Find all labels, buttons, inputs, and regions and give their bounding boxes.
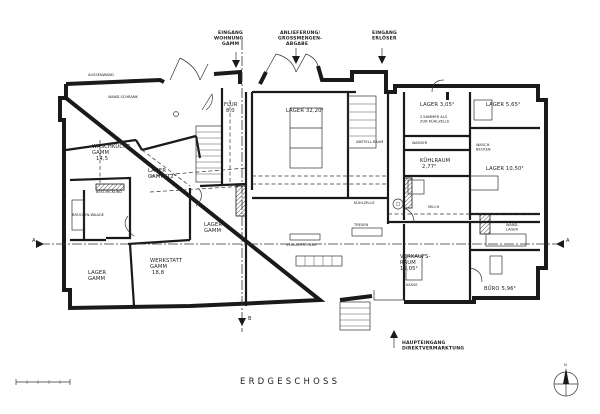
- label-kuehlzelle: KÜHLZELLE: [354, 200, 375, 205]
- scale-bar: [15, 379, 71, 385]
- room-lager-gamm-corridor-label: LAGER GAMM: [204, 222, 224, 234]
- label-kasse: KASSE: [406, 283, 418, 287]
- stair-treads-left: [196, 131, 222, 175]
- entrance-erloeser-label: EINGANG ERLÖSER: [372, 30, 399, 42]
- entry-steps: [340, 307, 370, 327]
- label-wand-lager: WAND- LAGER: [506, 223, 520, 232]
- label-wasser: WASSER: [412, 141, 428, 145]
- room-kuehlraum-label: KÜHLRAUM 2,77²: [420, 157, 452, 170]
- dashed-lines: [99, 100, 540, 215]
- room-lager-305-label: LAGER 3,05²: [420, 102, 454, 108]
- room-waschkueche-label: WASCHKÜCHE GAMM 14,5: [92, 143, 132, 162]
- room-lager-1050-label: LAGER 10,50²: [486, 166, 524, 172]
- north-arrow-icon: [553, 368, 579, 397]
- room-flur-label: FLUR 8,0: [224, 102, 239, 114]
- door-swings: [124, 53, 483, 283]
- label-milch: MILCH: [428, 205, 440, 209]
- label-wandschrank: WAND-SCHRANK: [108, 95, 139, 99]
- outer-walls: [58, 65, 548, 311]
- room-buero-label: BÜRO 5,96²: [484, 285, 516, 292]
- label-bruecken: BRÜCKEN-WAAGE: [72, 212, 105, 217]
- room-werkstatt-label: WERKSTATT GAMM 18,8: [150, 258, 184, 276]
- label-zur-kuehlzelle: 2 KAMMER ALS ZUR KÜHLZELLE: [420, 115, 450, 124]
- entrance-haupt-label: HAUPTEINGANG DIREKTVERMARKTUNG: [402, 340, 464, 352]
- label-tresen: TRESEN: [353, 223, 369, 227]
- entrance-arrows: [232, 48, 398, 348]
- section-cuts: [36, 40, 564, 332]
- section-b-bottom: B: [248, 316, 252, 322]
- entrance-wohnung-label: EINGANG WOHNUNG GAMM: [214, 30, 245, 47]
- plan-title: ERDGESCHOSS: [240, 377, 340, 387]
- room-verkaufsraum-label: VERKAUFS- RAUM 19,05²: [400, 254, 432, 272]
- section-a-right: A: [566, 238, 570, 244]
- room-lager-gamm-mid-label: LAGER GAMM 12²: [148, 168, 176, 180]
- label-verkaufstheke: VERKAUFSTHEKE: [286, 243, 317, 247]
- stair-treads-right: [348, 103, 376, 137]
- interior-walls: [65, 88, 540, 307]
- room-lager-3220-label: LAGER 32,20²: [286, 108, 324, 114]
- label-waschbecken: WASCH- BECKEN: [476, 143, 492, 152]
- entrance-anlieferung-label: ANLIEFERUNG/ GROSSMENGEN- ABGABE: [278, 30, 324, 47]
- room-lager-565-label: LAGER 5,65²: [486, 102, 520, 108]
- label-abstell: ABSTELL-RAUM: [356, 140, 383, 144]
- label-beschickung: BESCHICKUNG: [96, 190, 122, 194]
- fixtures: [71, 99, 527, 331]
- room-lager-gamm-left-label: LAGER GAMM: [88, 270, 108, 282]
- section-a-left: A: [32, 238, 36, 244]
- label-aussenwand: AUSSENWAND: [88, 73, 114, 77]
- north-label: N: [564, 363, 567, 367]
